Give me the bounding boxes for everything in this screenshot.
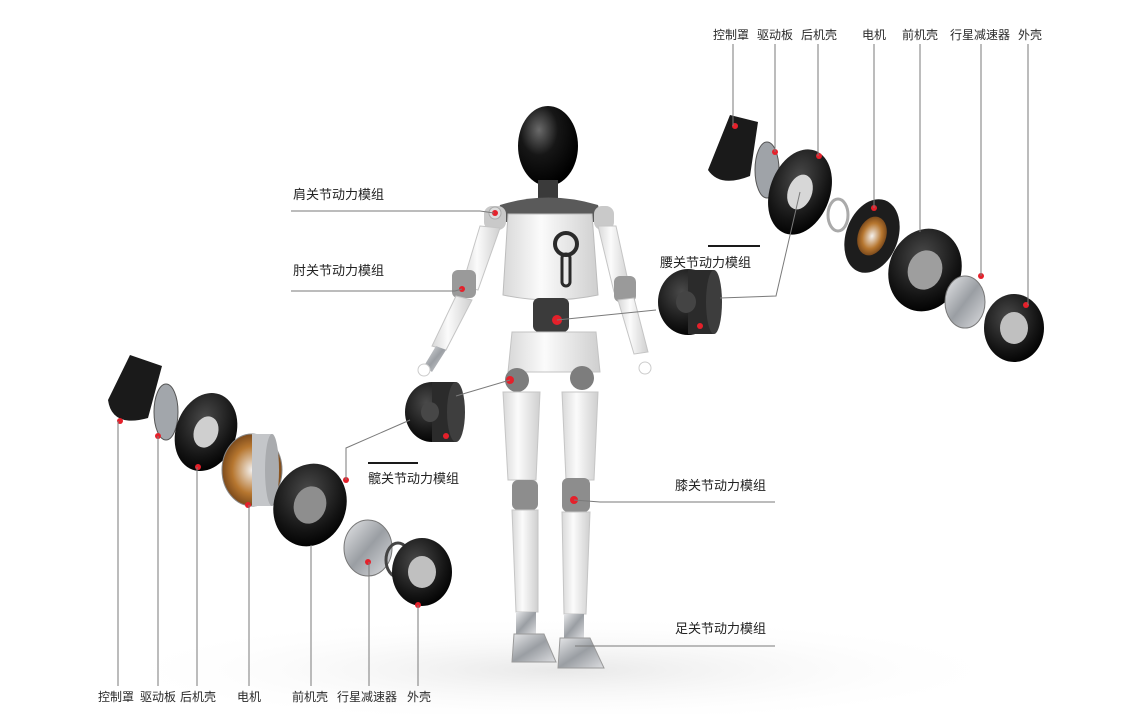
bottom-part-label: 电机	[237, 690, 262, 704]
label-waist-joint: 腰关节动力模组	[660, 256, 752, 271]
label-hip-joint: 髋关节动力模组	[368, 472, 460, 487]
exploded-parts-top	[708, 115, 1044, 362]
bottom-planetary-reducer	[343, 519, 393, 577]
robot-head	[518, 106, 578, 186]
exploded-parts-bottom	[108, 355, 452, 608]
left-arm	[417, 206, 506, 377]
top-part-label: 后机壳	[801, 28, 838, 42]
label-knee-joint: 膝关节动力模组	[675, 479, 767, 494]
bottom-part-label: 行星减速器	[337, 690, 398, 704]
bottom-part-label: 后机壳	[180, 690, 217, 704]
label-ankle-joint: 足关节动力模组	[675, 622, 767, 637]
top-part-label: 电机	[862, 28, 887, 42]
top-part-label: 控制罩	[713, 28, 750, 42]
top-part-label: 驱动板	[757, 28, 794, 42]
torso-logo-bar	[560, 252, 572, 288]
bottom-control-cover	[108, 355, 162, 421]
right-arm	[594, 206, 652, 375]
top-part-label: 行星减速器	[950, 28, 1011, 42]
waist-module	[658, 269, 722, 335]
bottom-part-label: 前机壳	[292, 690, 329, 704]
bottom-part-label: 驱动板	[140, 690, 177, 704]
robot-torso	[502, 213, 599, 301]
bottom-driver-board	[153, 383, 179, 441]
top-control-cover	[708, 115, 758, 181]
robot-neck	[538, 180, 558, 202]
top-part-label: 前机壳	[902, 28, 939, 42]
leader-lines	[117, 44, 1029, 686]
right-leg	[557, 366, 605, 669]
bottom-part-label: 控制罩	[98, 690, 135, 704]
left-leg	[502, 368, 557, 663]
top-bearing	[826, 197, 850, 233]
robot-pelvis	[507, 331, 601, 373]
label-shoulder-joint: 肩关节动力模组	[293, 188, 385, 203]
robot-waist	[533, 298, 569, 332]
top-planetary-reducer	[944, 275, 986, 329]
humanoid-robot	[417, 106, 652, 669]
top-part-label: 外壳	[1018, 28, 1043, 42]
hip-module	[405, 382, 465, 442]
label-elbow-joint: 肘关节动力模组	[293, 264, 385, 279]
bottom-part-label: 外壳	[407, 690, 432, 704]
